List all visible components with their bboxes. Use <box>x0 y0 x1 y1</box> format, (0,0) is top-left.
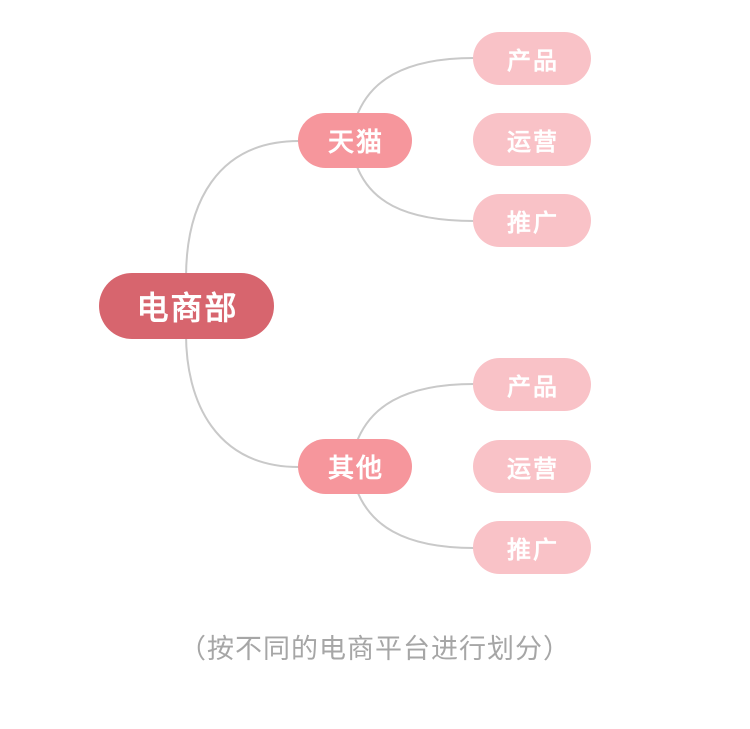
diagram-caption: （按不同的电商平台进行划分） <box>179 634 571 664</box>
connector-root-to-other <box>185 333 300 468</box>
node-branch-tmall: 天猫 <box>298 113 412 168</box>
node-leaf-other-operations: 运营 <box>473 440 591 493</box>
node-leaf-tmall-operations: 运营 <box>473 113 591 166</box>
node-branch-other: 其他 <box>298 439 412 494</box>
connector-tmall-to-product <box>355 57 475 119</box>
node-leaf-other-promotion: 推广 <box>473 521 591 574</box>
node-leaf-tmall-product: 产品 <box>473 32 591 85</box>
connector-tmall-to-promotion <box>355 163 475 222</box>
connector-root-to-tmall <box>185 140 300 279</box>
node-leaf-tmall-promotion: 推广 <box>473 194 591 247</box>
connector-other-to-product <box>355 383 475 445</box>
node-leaf-other-product: 产品 <box>473 358 591 411</box>
connector-other-to-promotion <box>355 487 475 549</box>
node-root-ecommerce-dept: 电商部 <box>99 273 274 339</box>
